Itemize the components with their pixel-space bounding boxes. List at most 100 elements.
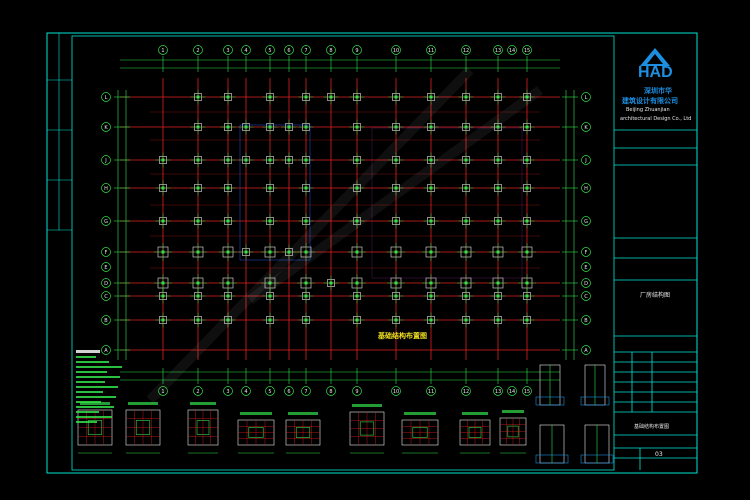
axis-bubble <box>193 45 203 55</box>
detail-label-bar <box>80 402 110 405</box>
axis-bubble <box>581 216 591 226</box>
axis-label-row: L <box>105 95 108 101</box>
axis-label-col: 15 <box>524 48 530 54</box>
note-heading <box>76 350 100 353</box>
column-footing <box>298 288 314 304</box>
axis-label-col: 12 <box>463 48 469 54</box>
axis-bubble <box>493 45 503 55</box>
foundation-plan: 1122334455667788991010111112121313141415… <box>101 45 591 396</box>
axis-bubble <box>101 122 111 132</box>
column-footing <box>262 213 278 229</box>
axis-label-row: F <box>105 250 108 256</box>
column-footing <box>154 243 172 261</box>
detail-label-bar <box>128 402 158 405</box>
column-footing <box>220 288 236 304</box>
column-footing <box>490 213 506 229</box>
column-footing <box>458 312 474 328</box>
column-footing <box>220 213 236 229</box>
axis-bubble <box>101 345 111 355</box>
column-footing <box>298 152 314 168</box>
axis-bubble <box>223 386 233 396</box>
column-footing <box>298 312 314 328</box>
note-line <box>76 386 118 388</box>
detail-label-bar <box>190 402 216 405</box>
axis-bubble <box>581 345 591 355</box>
axis-bubble <box>193 386 203 396</box>
foundation-detail <box>285 412 321 454</box>
column-footing <box>220 312 236 328</box>
axis-label-row: H <box>104 186 108 192</box>
axis-bubble <box>265 386 275 396</box>
axis-label-col: 9 <box>355 389 358 395</box>
sheet-number: 03 <box>655 451 663 458</box>
axis-label-col: 6 <box>287 389 290 395</box>
axis-label-col: 7 <box>304 48 307 54</box>
column-footing <box>388 312 404 328</box>
axis-label-row: K <box>584 125 588 131</box>
column-footing <box>281 244 297 260</box>
axis-label-row: H <box>584 186 588 192</box>
axis-label-row: G <box>584 219 588 225</box>
axis-bubble <box>391 45 401 55</box>
column-footing <box>261 243 279 261</box>
column-footing <box>519 180 535 196</box>
column-footing <box>458 180 474 196</box>
column-footing <box>298 180 314 196</box>
axis-bubble <box>581 183 591 193</box>
column-footing <box>490 312 506 328</box>
axis-bubble <box>581 155 591 165</box>
axis-bubble <box>507 45 517 55</box>
column-footing <box>238 119 254 135</box>
design-notes <box>76 350 122 423</box>
axis-label-col: 14 <box>509 48 515 54</box>
axis-label-row: K <box>104 125 108 131</box>
sheet-inner-border <box>71 35 615 471</box>
detail-label-bar <box>404 412 436 415</box>
axis-bubble <box>352 386 362 396</box>
foundation-detail <box>459 412 491 454</box>
column-footing <box>349 152 365 168</box>
axis-label-row: C <box>104 294 108 300</box>
column-footing <box>388 180 404 196</box>
column-footing <box>298 213 314 229</box>
axis-label-col: 9 <box>355 48 358 54</box>
axis-bubble <box>581 122 591 132</box>
section-detail <box>580 364 610 406</box>
axis-bubble <box>158 386 168 396</box>
binding-strip <box>47 33 72 231</box>
axis-label-row: D <box>584 281 588 287</box>
note-line <box>76 371 107 373</box>
column-footing <box>388 119 404 135</box>
axis-label-col: 4 <box>244 389 247 395</box>
note-line <box>76 356 96 358</box>
foundation-details <box>77 364 614 464</box>
column-footing <box>349 89 365 105</box>
column-footing <box>349 213 365 229</box>
column-footing <box>190 312 206 328</box>
axis-bubble <box>241 45 251 55</box>
column-footing <box>458 89 474 105</box>
column-footing <box>190 180 206 196</box>
column-footing <box>190 89 206 105</box>
axis-label-row: A <box>584 348 588 354</box>
axis-bubble <box>522 45 532 55</box>
axis-label-col: 1 <box>161 389 164 395</box>
sheet-outer-border <box>46 32 698 474</box>
axis-label-col: 10 <box>393 48 399 54</box>
company-pinyin: Beijing Zhuanjian <box>626 107 670 113</box>
section-base <box>580 396 610 406</box>
axis-label-col: 13 <box>495 48 501 54</box>
company-cn-line-2: 建筑设计有限公司 <box>622 97 678 105</box>
axis-bubble <box>426 386 436 396</box>
axis-bubble <box>581 247 591 257</box>
project-code: 厂房结构图 <box>640 292 671 299</box>
company-cn-line-1: 深圳市华 <box>644 87 672 95</box>
axis-bubble <box>101 247 111 257</box>
column-footing <box>219 243 237 261</box>
column-footing <box>490 89 506 105</box>
detail-label-bar <box>240 412 272 415</box>
column-footing <box>323 89 339 105</box>
column-footing <box>518 243 536 261</box>
column-footing <box>281 119 297 135</box>
axis-label-col: 5 <box>268 389 271 395</box>
